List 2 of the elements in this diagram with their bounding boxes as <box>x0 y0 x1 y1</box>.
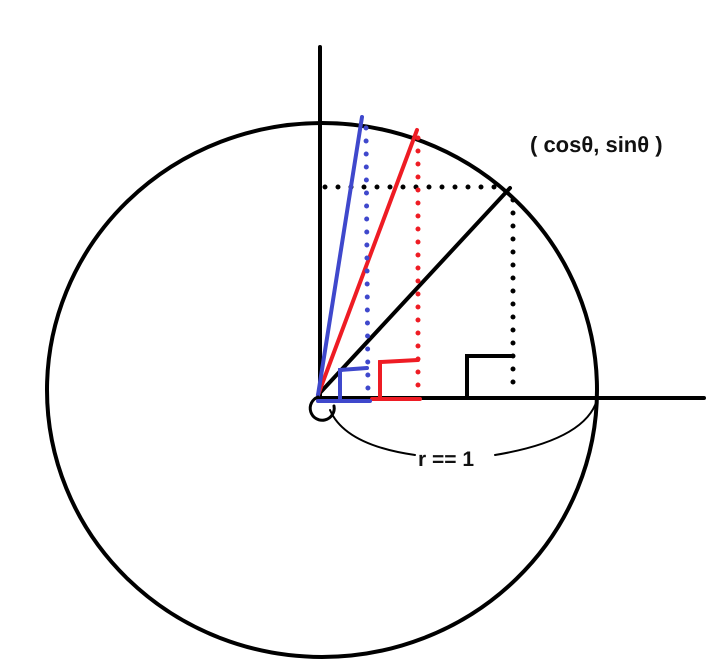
coordinate-label: ( cosθ, sinθ ) <box>530 132 663 158</box>
radius-label: r == 1 <box>418 448 474 472</box>
